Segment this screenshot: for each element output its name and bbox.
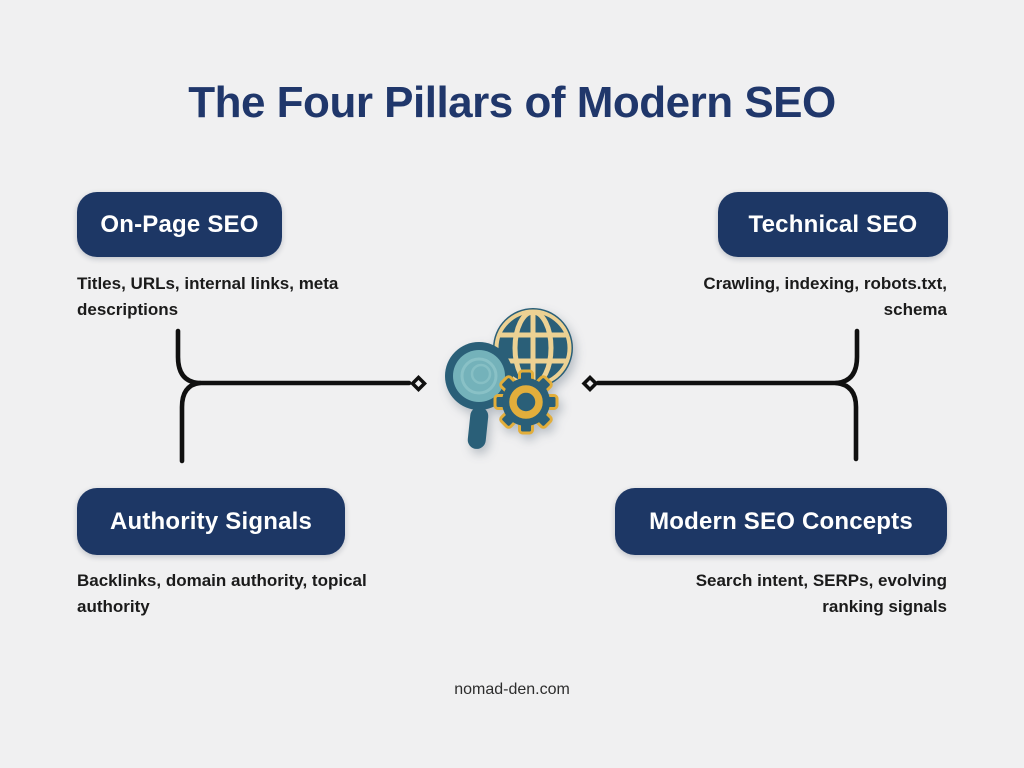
pillar-description-technical-seo: Crawling, indexing, robots.txt, schema xyxy=(703,274,947,319)
gear-icon xyxy=(493,369,559,435)
pillar-description-on-page-seo: Titles, URLs, internal links, meta descr… xyxy=(77,274,339,319)
pillar-label-authority-signals: Authority Signals xyxy=(109,507,313,535)
pillar-label-on-page-seo: On-Page SEO xyxy=(100,210,259,238)
footer-domain: nomad-den.com xyxy=(454,681,570,698)
diamond-cap-left-icon xyxy=(410,375,427,392)
magnifier-icon xyxy=(445,342,513,449)
diamond-cap-right-icon xyxy=(581,375,599,392)
pillar-label-technical-seo: Technical SEO xyxy=(748,210,918,238)
pillar-button-authority-signals: Authority Signals xyxy=(77,488,345,555)
pillar-label-modern-seo-concepts: Modern SEO Concepts xyxy=(649,507,913,535)
connector-right xyxy=(595,328,860,462)
pillar-button-modern-seo-concepts: Modern SEO Concepts xyxy=(615,488,947,555)
seo-center-icon xyxy=(437,303,583,455)
pillar-description-authority-signals: Backlinks, domain authority, topical aut… xyxy=(77,571,367,616)
pillar-button-on-page-seo: On-Page SEO xyxy=(77,192,282,257)
connector-left xyxy=(175,328,412,464)
page-title: The Four Pillars of Modern SEO xyxy=(188,78,836,127)
pillar-button-technical-seo: Technical SEO xyxy=(718,192,948,257)
pillar-description-modern-seo-concepts: Search intent, SERPs, evolving ranking s… xyxy=(695,571,947,616)
